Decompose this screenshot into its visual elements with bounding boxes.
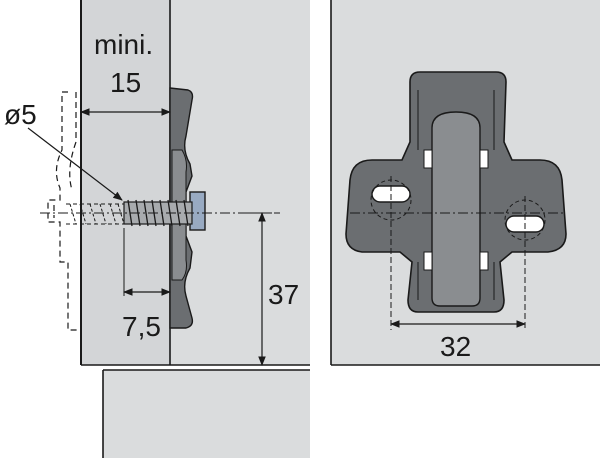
label-7-5: 7,5: [122, 311, 161, 342]
door-panel: [103, 370, 310, 458]
dimension-spacing-32: 32: [390, 320, 526, 362]
dimension-diameter: ø5: [4, 99, 123, 201]
label-diameter: ø5: [4, 99, 37, 130]
dimension-depth-7-5: 7,5: [122, 228, 171, 342]
label-15: 15: [110, 67, 141, 98]
dimension-min-15: mini. 15: [80, 29, 171, 116]
dimension-height-37: 37: [244, 212, 299, 366]
right-front-view: 32: [330, 0, 600, 366]
hinge-ghost-outline: [47, 91, 80, 331]
label-37: 37: [268, 279, 299, 310]
panel-front-edge: [81, 0, 170, 365]
label-mini: mini.: [94, 29, 153, 60]
plate-centre-boss: [431, 111, 481, 307]
label-32: 32: [440, 331, 471, 362]
left-side-section-view: mini. 15 ø5 7,5 37: [4, 0, 310, 458]
